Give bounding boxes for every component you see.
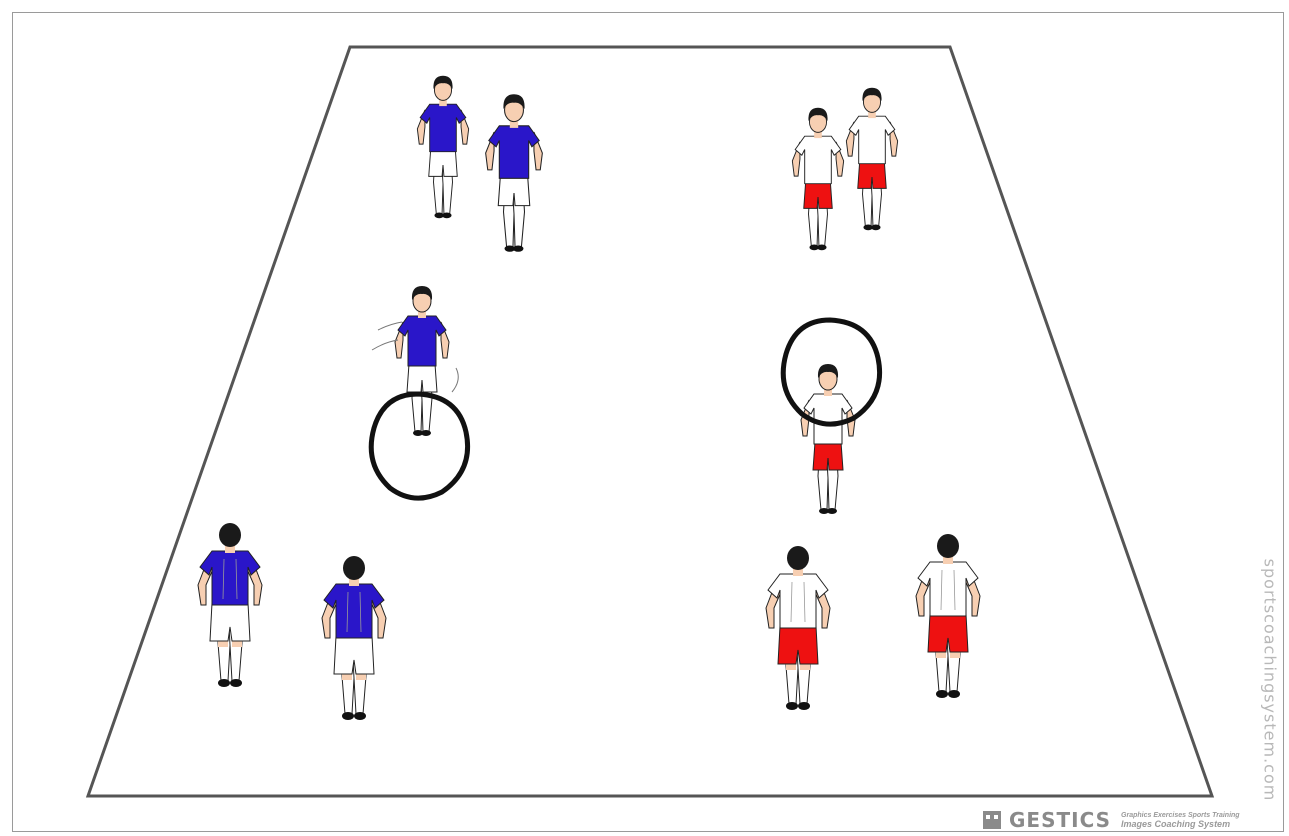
brand-name: GESTICS xyxy=(1009,808,1111,832)
brand-tagline: Graphics Exercises Sports Training Image… xyxy=(1121,811,1240,829)
gestics-logo-icon xyxy=(983,811,1001,829)
watermark: sportscoachingsystem.com xyxy=(1261,559,1280,802)
brand-block: GESTICS Graphics Exercises Sports Traini… xyxy=(983,808,1240,832)
brand-tagline-2: Images Coaching System xyxy=(1121,820,1240,829)
field-outline xyxy=(88,47,1212,796)
